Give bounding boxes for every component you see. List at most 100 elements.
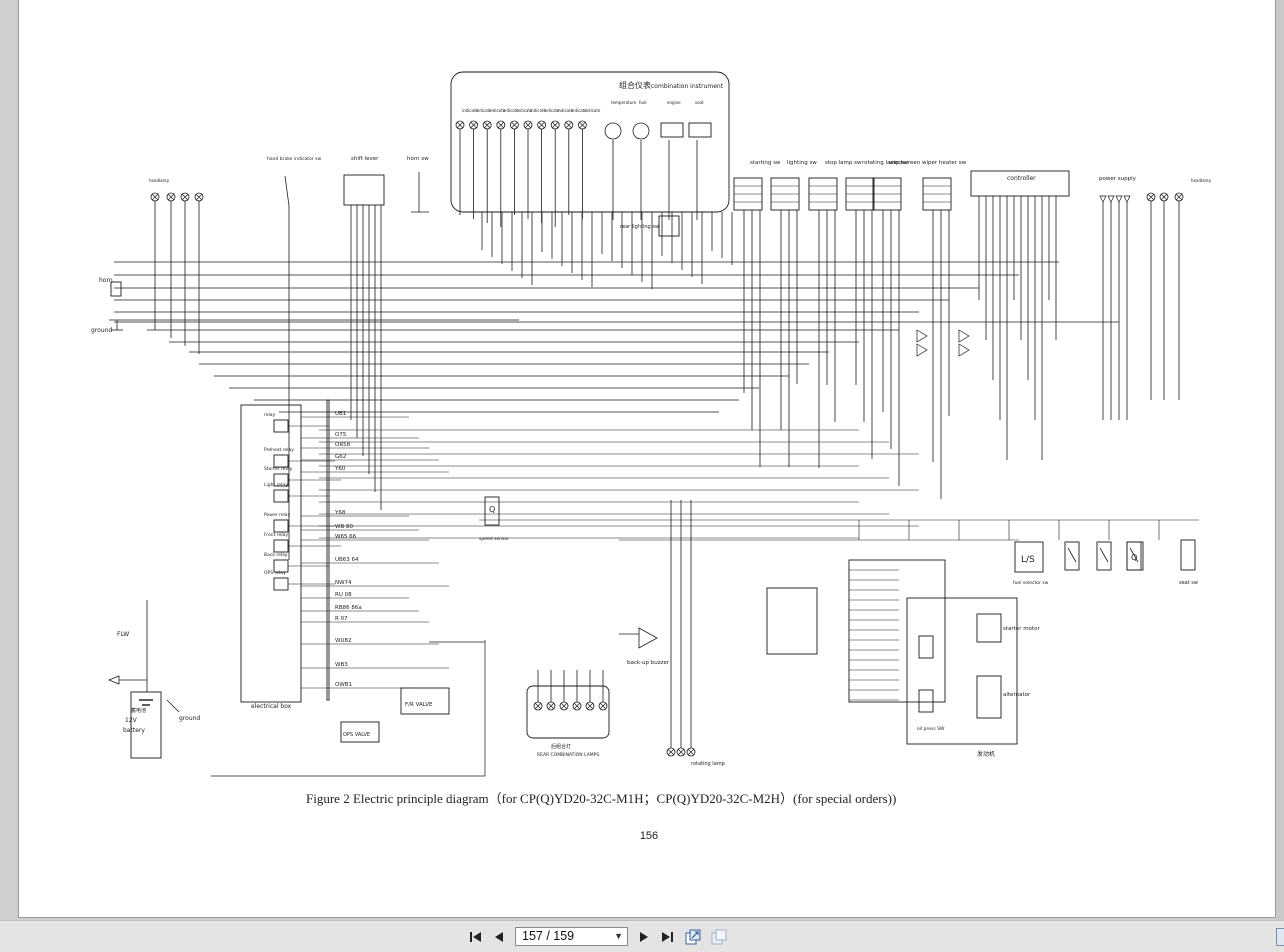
scrollbar-track[interactable] [1276,0,1284,920]
next-page-button[interactable] [636,929,652,945]
indicator-label: indicate [462,108,479,113]
ops-valve-label: OPS VALVE [343,732,370,738]
wire-label: RB86 86a [335,605,362,611]
engine-box [906,597,1018,745]
wire-label: W65 66 [335,534,357,540]
first-page-icon [470,932,481,942]
pdf-toolbar: 157 / 159 ▼ [0,920,1284,952]
last-page-button[interactable] [659,929,675,945]
relay-symbol [273,519,289,533]
ops-valve-box [340,721,380,743]
oil-level-sensor [1126,541,1144,571]
relay-label: Front relay [264,532,288,538]
switch-label: stop lamp sw [825,160,862,166]
rear-lamps-cn: 后组合灯 [551,743,571,750]
fr-valve-box [400,687,450,715]
indicator-label: indicate [503,108,520,113]
battery-label: battery [123,727,145,734]
wire-label: WU82 [335,638,351,644]
shift-lever-label: shift lever [351,156,379,162]
battery-box [130,691,162,759]
horn-switch-label: horn sw [407,156,429,162]
starter-motor-label: starter motor [1003,626,1040,632]
export-button[interactable] [685,929,701,945]
relay-label: Preheat relay [264,447,294,453]
switch-label: starting sw [750,160,781,166]
oil-press-label: oil press SW [917,726,945,732]
lamp-label: headlamp [149,178,169,183]
rear-lamps-en: REAR COMBINATION LAMPS [537,752,599,758]
first-page-button[interactable] [468,929,484,945]
starter-motor-box [976,613,1002,643]
next-page-icon [640,932,648,942]
indicator-label: indicate [476,108,493,113]
fuel-selector-label: fuel selector sw [1013,580,1049,586]
relay-label: relay [264,412,276,418]
meter-box [688,122,712,138]
rear-lamps-box [526,685,610,739]
wire-label: WB 80 [335,524,353,530]
save-page-button[interactable] [711,929,727,945]
save-page-icon [711,929,727,945]
buzzer-label: back-up buzzer [627,660,670,666]
fuse-symbol [1115,195,1123,203]
diode-symbol [958,343,970,357]
gauge-label: seat [695,100,704,105]
page-number-field[interactable]: 157 / 159 ▼ [515,927,628,946]
indicator-label: indicate [557,108,574,113]
wire-label: WB3 [335,662,348,668]
indicator-label: indicate [584,108,601,113]
controller-box [970,170,1070,197]
oil-press-box [918,689,934,713]
previous-page-icon [495,932,503,942]
gauge-dial [632,122,650,140]
diode-symbol [916,343,928,357]
electrical-box [240,404,302,703]
sensor-block [766,587,818,655]
relay-symbol [273,577,289,591]
water-temp-box [918,635,934,659]
horn-symbol [110,281,122,297]
electrical-box-label: electrical box [251,703,292,710]
indicator-label: indicate [544,108,561,113]
alternator-box [976,675,1002,719]
wire-label: OWB1 [335,682,352,688]
flw-label: FLW [117,631,129,638]
relay-label: Power relay [264,512,291,518]
fuse-symbol [1099,195,1107,203]
wire-label: Y68 [334,510,346,516]
relay-symbol [273,489,289,503]
buzzer-symbol [638,627,658,649]
gauge-dial [604,122,622,140]
engine-label-cn: 发动机 [977,750,995,758]
rear-lighting-switch [658,215,680,237]
indicator-label: indicate [530,108,547,113]
page-number: 156 [639,830,659,842]
horn-label: horn [99,277,113,284]
sensor-switch-box [1096,541,1112,571]
switch-label: windscreen wiper [889,160,938,166]
wire-label: O75 [335,432,347,438]
speed-sensor-box [484,496,500,526]
relay-label: Light relay [264,482,288,488]
switch-label: rotating lamp sw [862,160,909,166]
shift-lever-block [343,174,385,206]
alternator-label: alternator [1003,692,1031,698]
bus-bar [326,399,330,701]
gauge-label: temperature [611,100,637,105]
lamp-label: headlamp [1191,178,1211,183]
relay-label: OPS relay [264,570,286,576]
export-icon [685,929,701,945]
ls-label: L/S [1021,555,1035,565]
relay-symbol [273,454,289,468]
wire-label: OR58 [335,442,351,448]
ground-label-2: ground [179,715,200,722]
side-panel-tab[interactable] [1276,928,1284,946]
relay-symbol [273,539,289,553]
instrument-title-cn: 组合仪表 [619,80,651,90]
battery-voltage: 12V [125,717,138,724]
wire-label: UB1 [335,411,346,417]
previous-page-button[interactable] [491,929,507,945]
